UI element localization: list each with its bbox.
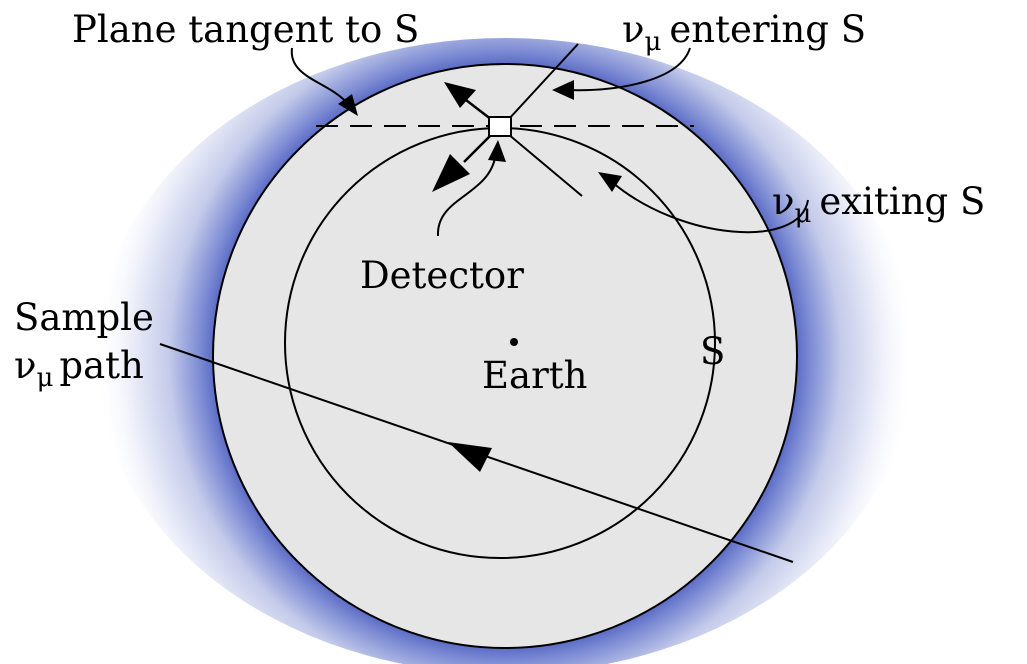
shell-label: S [700, 330, 725, 373]
detector-box [488, 116, 512, 137]
upgoing-arrowhead [444, 82, 476, 108]
entering-text: entering S [669, 8, 866, 51]
earth-center-dot [510, 338, 518, 346]
plane-tangent-label: Plane tangent to S [72, 8, 419, 51]
entering-pointer [565, 47, 691, 92]
mu-subscript: μ [795, 199, 812, 229]
exiting-pointer [611, 181, 809, 234]
mu-subscript: μ [645, 27, 662, 57]
detector-pointer-head [488, 140, 506, 162]
downgoing-arrowhead [432, 154, 470, 192]
upgoing-arrow-stem [465, 99, 493, 121]
entering-neutrino-line [507, 43, 579, 121]
downgoing-arrow-stem [463, 133, 493, 163]
nu-symbol: ν [14, 344, 37, 387]
plane-tangent-pointer [290, 47, 349, 105]
earth-disk [212, 63, 798, 649]
nu-symbol: ν [622, 8, 645, 51]
entering-pointer-head [552, 80, 574, 100]
exiting-pointer-head [598, 172, 622, 192]
detector-label: Detector [360, 254, 524, 297]
exiting-neutrino-line [507, 133, 583, 197]
detector-pointer [436, 151, 497, 237]
mu-subscript: μ [37, 363, 54, 393]
plane-tangent-pointer-head [338, 94, 358, 116]
exiting-text: exiting S [819, 180, 985, 223]
earth-label: Earth [482, 354, 587, 397]
nu-symbol: ν [772, 180, 795, 223]
sample-path-arrowhead [448, 442, 492, 472]
sample-label: Sample [14, 296, 154, 339]
path-text: path [59, 344, 143, 387]
